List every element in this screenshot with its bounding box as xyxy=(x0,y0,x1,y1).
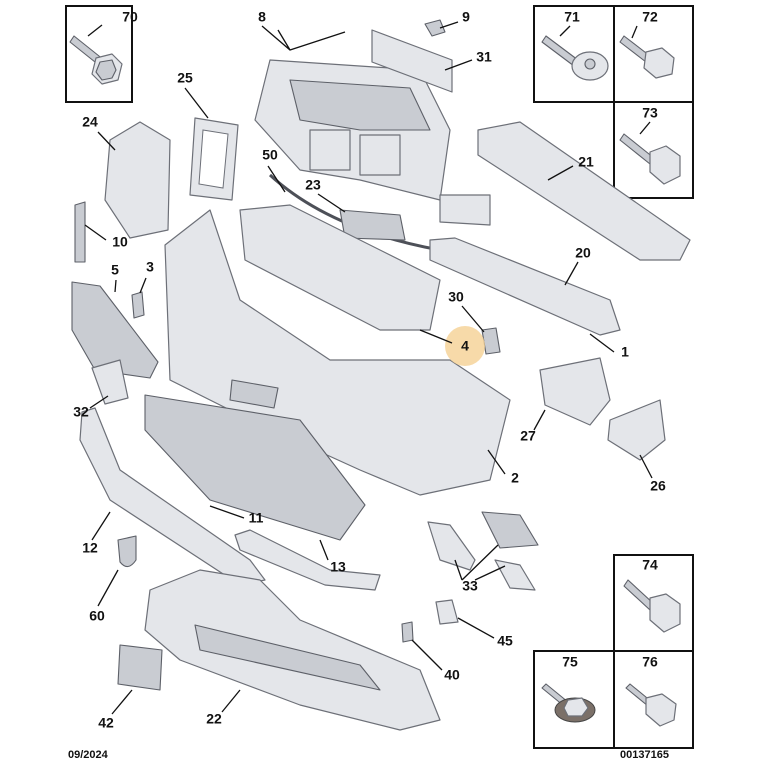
label-20[interactable]: 20 xyxy=(575,245,591,261)
part-21-crossmember[interactable] xyxy=(477,121,691,261)
part-27-cover[interactable] xyxy=(539,357,611,426)
part-22-underbody-shield[interactable] xyxy=(144,569,441,731)
part-11-lower-grille[interactable] xyxy=(144,394,366,541)
highlight-circle xyxy=(445,326,485,366)
part-10-bracket[interactable] xyxy=(74,201,86,263)
part-42-plate[interactable] xyxy=(117,644,163,691)
label-8[interactable]: 8 xyxy=(258,9,266,25)
part-13-strip[interactable] xyxy=(234,529,381,591)
label-24[interactable]: 24 xyxy=(82,114,98,130)
part-60-emblem[interactable] xyxy=(117,535,137,568)
label-76[interactable]: 76 xyxy=(642,654,658,670)
label-13[interactable]: 13 xyxy=(330,559,346,575)
label-4[interactable]: 4 xyxy=(461,338,469,354)
part-32-deflector[interactable] xyxy=(91,359,129,405)
label-71[interactable]: 71 xyxy=(564,9,580,25)
screw-72[interactable] xyxy=(619,35,675,79)
part-12-strip[interactable] xyxy=(79,407,266,586)
part-45-clip[interactable] xyxy=(435,599,459,625)
fastener-boxes xyxy=(65,5,694,749)
label-9[interactable]: 9 xyxy=(462,9,470,25)
part-8-support-panel[interactable] xyxy=(254,59,451,201)
label-30[interactable]: 30 xyxy=(448,289,464,305)
box-76[interactable] xyxy=(613,650,694,749)
label-21[interactable]: 21 xyxy=(578,154,594,170)
label-50[interactable]: 50 xyxy=(262,147,278,163)
label-32[interactable]: 32 xyxy=(73,404,89,420)
label-23[interactable]: 23 xyxy=(305,177,321,193)
label-10[interactable]: 10 xyxy=(112,234,128,250)
part-3-clip[interactable] xyxy=(131,291,145,319)
label-26[interactable]: 26 xyxy=(650,478,666,494)
label-22[interactable]: 22 xyxy=(206,711,222,727)
part-26-cover[interactable] xyxy=(607,399,666,461)
callout-labels: 70 8 9 71 72 31 25 73 24 50 21 23 10 20 … xyxy=(73,9,666,731)
part-24-air-duct[interactable] xyxy=(104,121,171,239)
part-20-absorber[interactable] xyxy=(429,194,621,336)
part-23-plate[interactable] xyxy=(339,209,406,241)
screw-75[interactable] xyxy=(541,683,596,723)
part-31-deflector[interactable] xyxy=(371,29,453,93)
part-25-frame[interactable] xyxy=(189,117,239,201)
label-2[interactable]: 2 xyxy=(511,470,519,486)
label-27[interactable]: 27 xyxy=(520,428,536,444)
label-74[interactable]: 74 xyxy=(642,557,658,573)
label-25[interactable]: 25 xyxy=(177,70,193,86)
screw-76[interactable] xyxy=(625,683,677,727)
box-70[interactable] xyxy=(65,5,133,103)
label-40[interactable]: 40 xyxy=(444,667,460,683)
label-60[interactable]: 60 xyxy=(89,608,105,624)
label-11[interactable]: 11 xyxy=(249,510,264,526)
label-75[interactable]: 75 xyxy=(562,654,578,670)
screw-74[interactable] xyxy=(623,579,681,633)
label-5[interactable]: 5 xyxy=(111,262,119,278)
box-73[interactable] xyxy=(613,101,694,199)
reference-number: 00137165 xyxy=(620,749,669,761)
label-3[interactable]: 3 xyxy=(146,259,154,275)
screw-70[interactable] xyxy=(69,35,123,85)
date-stamp: 09/2024 xyxy=(68,749,109,761)
leader-lines xyxy=(84,21,653,715)
part-5-grille[interactable] xyxy=(71,281,159,379)
screw-73[interactable] xyxy=(619,133,681,185)
part-40-clip[interactable] xyxy=(401,621,414,643)
label-31[interactable]: 31 xyxy=(476,49,492,65)
label-72[interactable]: 72 xyxy=(642,9,658,25)
part-9-bracket[interactable] xyxy=(424,19,446,37)
label-70[interactable]: 70 xyxy=(122,9,138,25)
part-1-bumper-top[interactable] xyxy=(239,204,441,331)
label-42[interactable]: 42 xyxy=(98,715,114,731)
part-30-clip[interactable] xyxy=(481,327,501,355)
label-1[interactable]: 1 xyxy=(621,344,629,360)
label-73[interactable]: 73 xyxy=(642,105,658,121)
label-12[interactable]: 12 xyxy=(82,540,98,556)
part-33-grilles[interactable] xyxy=(427,511,539,591)
label-45[interactable]: 45 xyxy=(497,633,513,649)
screw-71[interactable] xyxy=(541,35,609,81)
label-33[interactable]: 33 xyxy=(462,578,478,594)
